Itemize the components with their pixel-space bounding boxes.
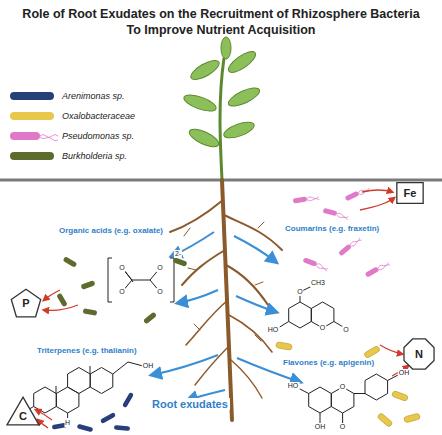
nutrient-symbol: N	[415, 348, 423, 360]
legend-swatch	[8, 110, 58, 122]
region-label: Root exudates	[150, 398, 230, 410]
legend-swatch	[8, 130, 58, 142]
nutrient-shape: C	[6, 396, 40, 426]
legend-swatch	[8, 150, 58, 162]
atom-label: O	[296, 288, 303, 296]
atom-label: O	[118, 288, 125, 296]
atom-label: OH	[142, 362, 155, 370]
atom-label: HO	[267, 326, 280, 334]
atom-label: OH	[314, 423, 327, 431]
atom-label: 2-	[174, 250, 182, 258]
atom-label: O	[118, 264, 125, 272]
atom-label: H	[64, 419, 71, 427]
legend-label: Arenimonas sp.	[62, 90, 125, 102]
nutrient-shape: N	[403, 338, 435, 370]
atom-label: CH3	[310, 279, 326, 287]
nutrient-shape: P	[10, 288, 42, 318]
title: Role of Root Exudates on the Recruitment…	[16, 6, 426, 38]
legend-label: Oxalobacteraceae	[62, 110, 135, 122]
nutrient-symbol: Fe	[404, 187, 417, 199]
atom-label: HO	[287, 382, 300, 390]
legend-swatch	[8, 90, 58, 102]
atom-label: O	[156, 288, 163, 296]
atom-label: O	[339, 383, 346, 391]
nutrient-shape: Fe	[396, 182, 424, 204]
nutrient-symbol: P	[22, 297, 29, 309]
atom-label: O	[156, 264, 163, 272]
exudate-label: Coumarins (e.g. fraxetin)	[284, 224, 380, 233]
exudate-label: Organic acids (e.g. oxalate)	[58, 226, 164, 235]
legend-label: Pseudomonas sp.	[62, 130, 134, 142]
atom-label: OH	[398, 369, 411, 377]
nutrient-symbol: C	[19, 410, 27, 422]
atom-label: O	[339, 423, 346, 431]
atom-label: O	[319, 324, 326, 332]
atom-label: O	[342, 326, 349, 334]
legend-label: Burkholderia sp.	[62, 150, 127, 162]
exudate-label: Triterpenes (e.g. thalianin)	[36, 346, 138, 355]
exudate-label: Flavones (e.g. apigenin)	[282, 358, 375, 367]
